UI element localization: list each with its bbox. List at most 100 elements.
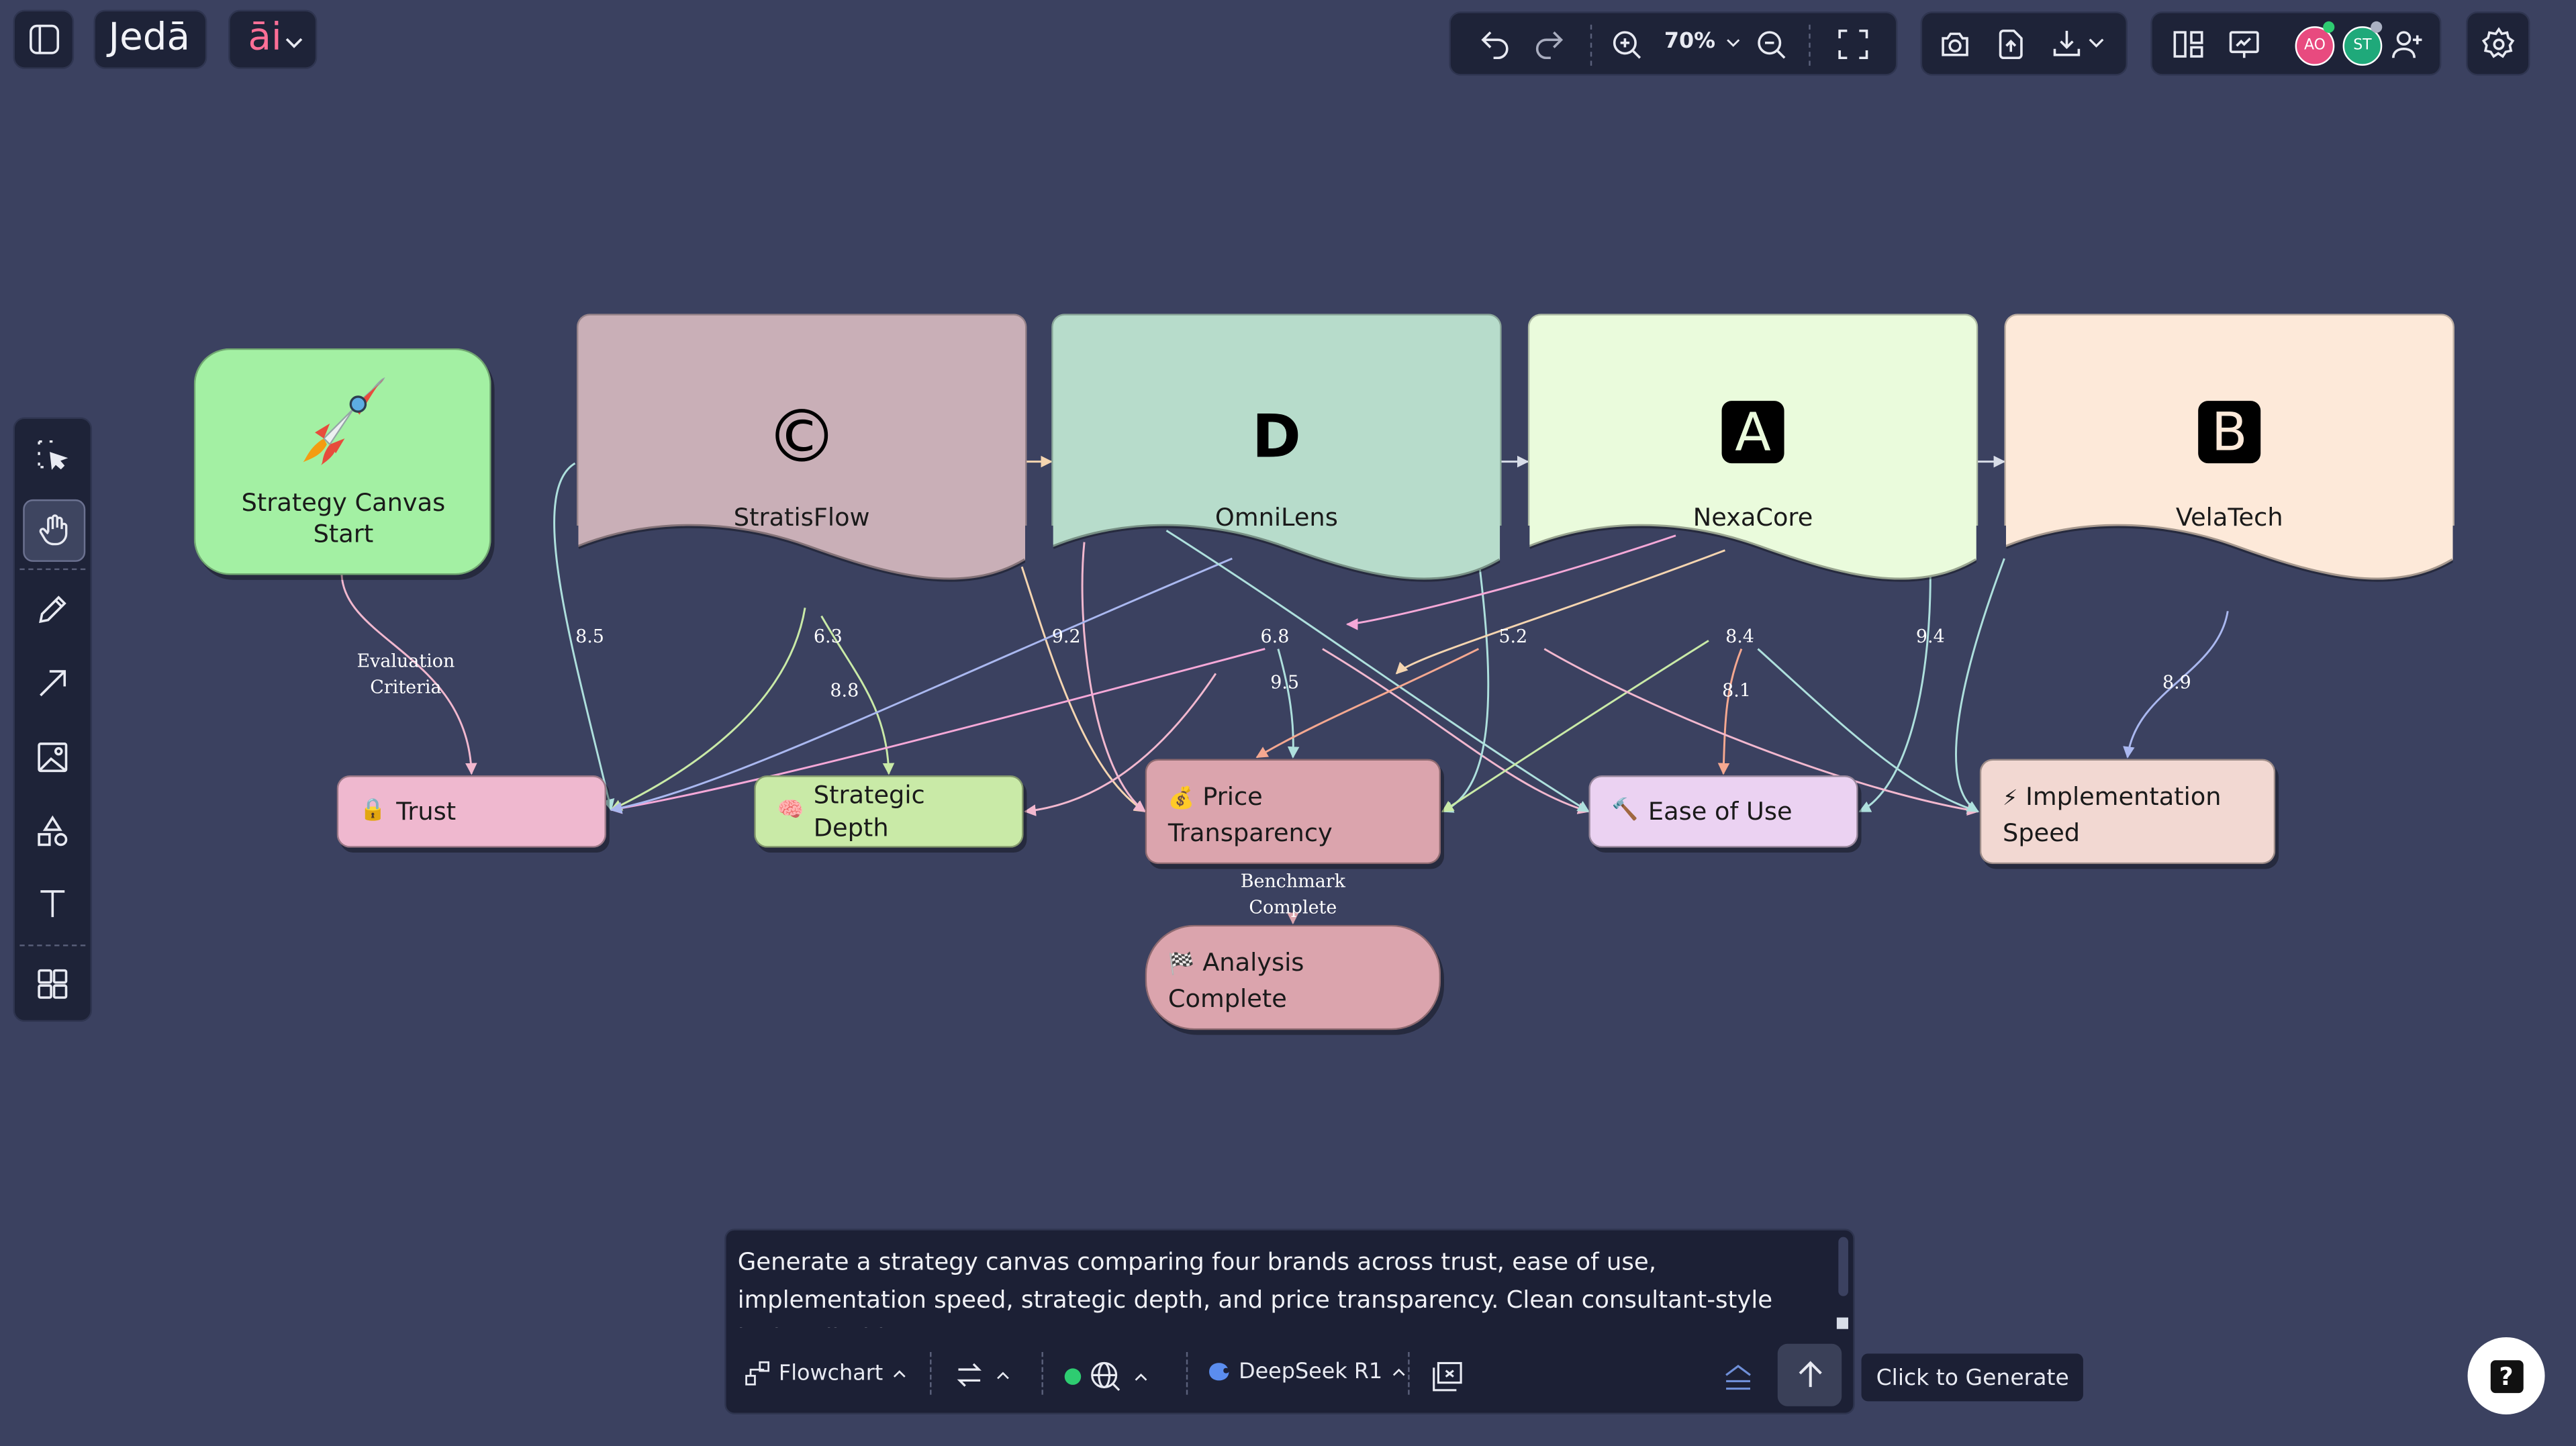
help-icon: ?: [2489, 1359, 2523, 1392]
start-node[interactable]: Strategy Canvas Start: [193, 348, 491, 575]
brand-card-stratisflow[interactable]: ©StratisFlow: [576, 314, 1027, 582]
image-icon: [38, 742, 68, 773]
ai-menu-button[interactable]: āi: [228, 9, 318, 69]
connector[interactable]: [1543, 648, 1980, 816]
deepseek-whale-icon: [1209, 1363, 1229, 1381]
hand-tool[interactable]: [23, 499, 86, 562]
tool-divider: [19, 568, 86, 571]
connector[interactable]: [340, 575, 477, 775]
criterion-node-ease-of-use[interactable]: 🔨 Ease of Use: [1588, 775, 1858, 848]
image-tool[interactable]: [23, 728, 82, 787]
connector[interactable]: [1020, 566, 1147, 813]
app-logo-button[interactable]: Jedā: [93, 9, 207, 69]
card-wave-edge: [1529, 524, 1976, 582]
chevron-down-icon[interactable]: [2083, 26, 2109, 59]
connector[interactable]: [610, 557, 1233, 814]
image-to-prompt-icon[interactable]: [1426, 1355, 1469, 1398]
edge-label: 9.4: [1915, 626, 1945, 648]
export-toolbar: [1920, 11, 2128, 76]
pencil-tool[interactable]: [23, 580, 82, 639]
criterion-node-implementation-speed[interactable]: ⚡ Implementation Speed: [1979, 759, 2276, 865]
generate-button[interactable]: [1777, 1343, 1842, 1406]
resize-handle-icon[interactable]: [1836, 1317, 1848, 1329]
connector[interactable]: [610, 608, 806, 811]
chevron-up-icon: [894, 1369, 906, 1377]
avatar[interactable]: ST: [2342, 26, 2383, 66]
connector[interactable]: [820, 615, 895, 775]
model-label: DeepSeek R1: [1239, 1359, 1383, 1384]
templates-tool[interactable]: [23, 955, 82, 1014]
card-wave-edge: [578, 524, 1025, 582]
chevron-up-icon: [1135, 1372, 1147, 1380]
settings-button[interactable]: [2466, 11, 2530, 76]
connector[interactable]: [1441, 558, 1490, 813]
b-logo-icon: B: [2198, 401, 2261, 464]
brand-name: OmniLens: [1214, 502, 1338, 532]
brand-card-velatech[interactable]: B VelaTech: [2004, 314, 2454, 582]
edge-label: 6.8: [1260, 626, 1290, 648]
chevron-down-icon: [279, 21, 309, 64]
text-tool[interactable]: [23, 874, 82, 933]
criterion-node-trust[interactable]: 🔒 Trust: [336, 775, 606, 848]
connector[interactable]: [1255, 648, 1480, 759]
web-search-dropdown[interactable]: [1064, 1359, 1152, 1395]
fit-screen-icon[interactable]: [1832, 23, 1875, 66]
add-user-icon[interactable]: [2385, 23, 2428, 66]
zoom-in-icon[interactable]: [1605, 23, 1648, 66]
connector[interactable]: [1757, 648, 1979, 814]
presentation-icon[interactable]: [2223, 23, 2266, 66]
connector[interactable]: [1277, 648, 1300, 759]
collapse-panel-icon[interactable]: [1717, 1355, 1760, 1398]
layout-panels-icon[interactable]: [2167, 23, 2210, 66]
connector[interactable]: [2123, 611, 2229, 759]
connector[interactable]: [1717, 648, 1743, 775]
end-node[interactable]: 🏁 Analysis Complete: [1145, 924, 1441, 1030]
shapes-tool[interactable]: [23, 802, 82, 861]
edge-label: 8.9: [2162, 671, 2191, 693]
connector[interactable]: [1395, 549, 1725, 675]
criterion-node-price-transparency[interactable]: 💰 Price Transparency: [1145, 759, 1441, 865]
connector[interactable]: [610, 648, 1266, 814]
avatar-initials: ST: [2353, 38, 2372, 54]
avatar[interactable]: AO: [2295, 26, 2335, 66]
criterion-node-strategic-depth[interactable]: 🧠 Strategic Depth: [754, 775, 1024, 848]
swap-dropdown[interactable]: [953, 1359, 1014, 1392]
mode-dropdown[interactable]: Flowchart: [743, 1359, 911, 1388]
panel-divider: [1186, 1351, 1188, 1395]
connector[interactable]: [1322, 648, 1590, 814]
zoom-out-icon[interactable]: [1750, 23, 1793, 66]
hammer-icon: 🔨: [1611, 798, 1639, 823]
prompt-panel: Generate a strategy canvas comparing fou…: [724, 1228, 1855, 1414]
connector[interactable]: [1165, 530, 1590, 813]
criterion-label: Price Transparency: [1167, 781, 1333, 848]
help-button[interactable]: ?: [2467, 1337, 2545, 1414]
connector[interactable]: [1345, 534, 1676, 630]
redo-icon[interactable]: [1528, 23, 1571, 66]
prompt-text: Generate a strategy canvas comparing fou…: [737, 1250, 1773, 1327]
download-icon[interactable]: [2046, 23, 2089, 66]
sidebar-toggle-button[interactable]: [13, 9, 75, 69]
zoom-level-dropdown[interactable]: 70%: [1664, 30, 1745, 54]
prompt-input[interactable]: Generate a strategy canvas comparing fou…: [738, 1245, 1830, 1327]
scrollbar[interactable]: [1838, 1237, 1848, 1296]
select-tool[interactable]: [23, 426, 82, 485]
connector[interactable]: [553, 462, 615, 812]
connector[interactable]: [1024, 673, 1217, 816]
connector[interactable]: [1955, 558, 2005, 813]
undo-icon[interactable]: [1474, 23, 1517, 66]
connector[interactable]: [1441, 640, 1709, 813]
connector[interactable]: [1858, 575, 1931, 813]
brand-name: VelaTech: [2175, 502, 2283, 532]
criterion-label: Strategic Depth: [813, 780, 925, 843]
panel-divider: [1041, 1351, 1043, 1395]
checkered-flag-icon: 🏁: [1167, 953, 1195, 978]
camera-icon[interactable]: [1934, 23, 1976, 66]
upload-icon[interactable]: [1989, 23, 2032, 66]
online-indicator: [2323, 21, 2335, 33]
arrow-tool[interactable]: [23, 654, 82, 713]
connector[interactable]: [1081, 542, 1147, 813]
model-dropdown[interactable]: DeepSeek R1: [1206, 1359, 1411, 1385]
